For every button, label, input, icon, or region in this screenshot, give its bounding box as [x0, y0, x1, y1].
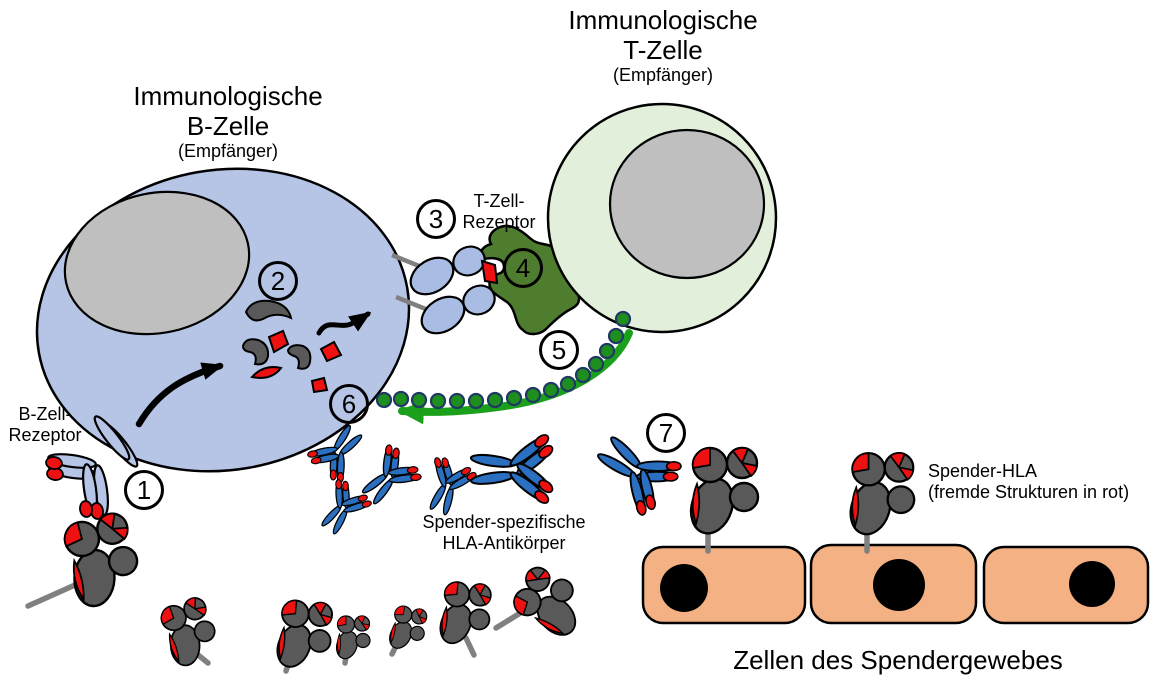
t-cell-title-line2: T-Zelle [623, 35, 703, 66]
step-marker-1: 1 [124, 470, 164, 510]
antigen-fragments [241, 299, 343, 394]
t-cell-nucleus [608, 128, 766, 280]
tissue-nucleus [1069, 561, 1115, 607]
b-cell-receptor-label: B-Zell- Rezeptor [8, 404, 82, 445]
tissue-nucleus [873, 559, 925, 611]
step-marker-6: 6 [329, 384, 369, 424]
step-marker-7: 7 [646, 413, 686, 453]
t-cell-subtitle: (Empfänger) [612, 65, 714, 86]
step-marker-5: 5 [539, 330, 579, 370]
b-cell-receptor-shape [45, 415, 139, 520]
b-cell-title-line2: B-Zelle [186, 111, 270, 142]
b-cell [35, 167, 411, 473]
b-cell-nucleus [63, 190, 251, 336]
b-cell-title-line1: Immunologische [133, 81, 323, 111]
donor-hla-on-cells [683, 446, 916, 554]
free-donor-hla [151, 561, 597, 676]
step-marker-3: 3 [416, 199, 456, 239]
donor-hla-label: Spender-HLA (fremde Strukturen in rot) [928, 461, 1130, 502]
donor-tissue-label: Zellen des Spendergewebes [733, 645, 1063, 675]
donor-antibody-label: Spender-spezifische HLA-Antikörper [422, 512, 586, 553]
step-marker-2: 2 [258, 261, 298, 301]
cytokine-arrow [398, 329, 633, 425]
tissue-nucleus [660, 564, 708, 612]
cytokine-dots [375, 310, 632, 410]
b-cell-subtitle: (Empfänger) [177, 141, 279, 162]
presentation-arrow [316, 311, 372, 336]
hla-bound-to-bcr [25, 508, 149, 619]
donor-tissue-cells [641, 543, 1150, 625]
mhc-peptide-complex [391, 245, 499, 335]
t-cell [546, 102, 778, 334]
internalization-arrow [135, 362, 224, 428]
t-cell-receptor-label: T-Zell- Rezeptor [462, 191, 536, 232]
t-cell-label: Immunologische T-Zelle (Empfänger) [568, 5, 757, 86]
b-cell-label: Immunologische B-Zelle (Empfänger) [133, 81, 322, 162]
presented-peptide [480, 259, 499, 285]
step-marker-4: 4 [503, 248, 543, 288]
t-cell-title-line1: Immunologische [568, 5, 758, 35]
